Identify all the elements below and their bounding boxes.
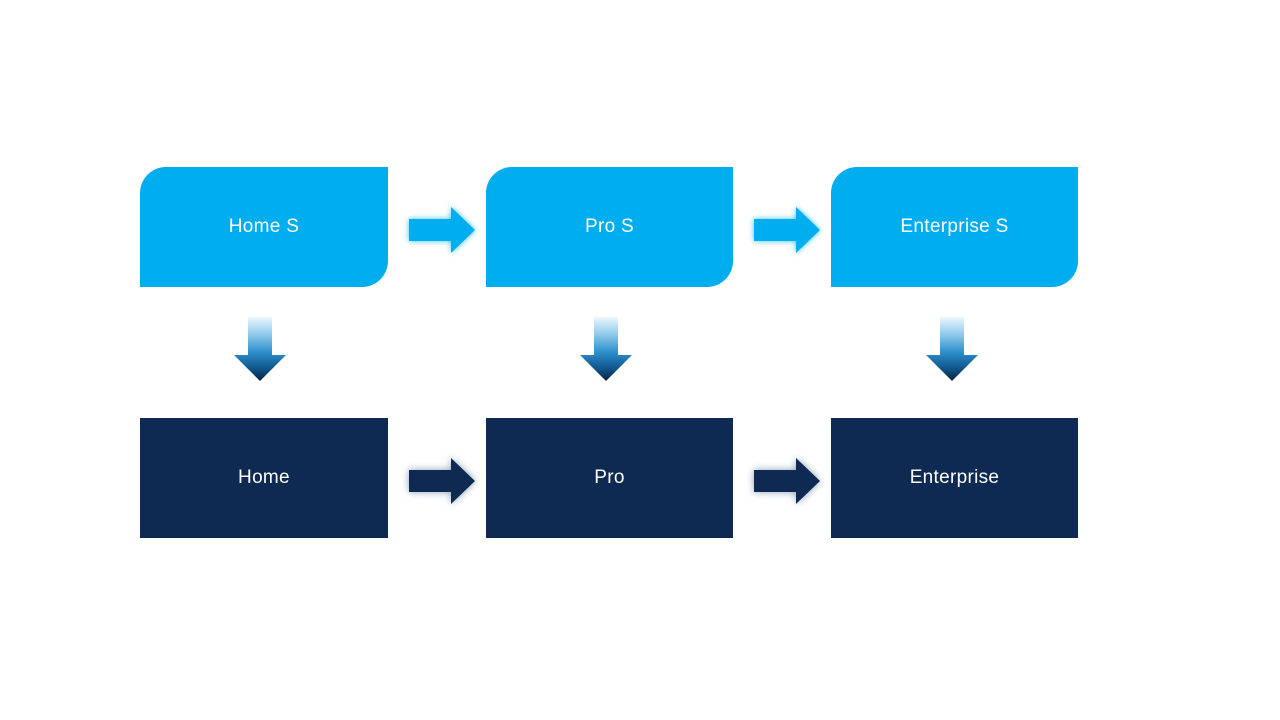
flow-node-enterprise-s: Enterprise S bbox=[831, 167, 1078, 287]
down-arrow-icon bbox=[926, 317, 978, 381]
flow-node-enterprise: Enterprise bbox=[831, 418, 1078, 538]
flow-node-home-s: Home S bbox=[140, 167, 388, 287]
flow-node-pro-s: Pro S bbox=[486, 167, 733, 287]
right-arrow-icon bbox=[754, 458, 820, 504]
node-label: Home bbox=[238, 467, 290, 488]
down-arrow-icon bbox=[234, 317, 286, 381]
right-arrow-icon bbox=[409, 458, 475, 504]
right-arrow-icon bbox=[754, 207, 820, 253]
flow-node-home: Home bbox=[140, 418, 388, 538]
node-label: Pro bbox=[594, 467, 625, 488]
right-arrow-icon bbox=[409, 207, 475, 253]
flow-node-pro: Pro bbox=[486, 418, 733, 538]
node-label: Pro S bbox=[584, 216, 635, 237]
down-arrow-icon bbox=[580, 317, 632, 381]
node-label: Enterprise S bbox=[900, 216, 1009, 237]
node-label: Enterprise bbox=[909, 467, 1000, 488]
node-label: Home S bbox=[228, 216, 300, 237]
